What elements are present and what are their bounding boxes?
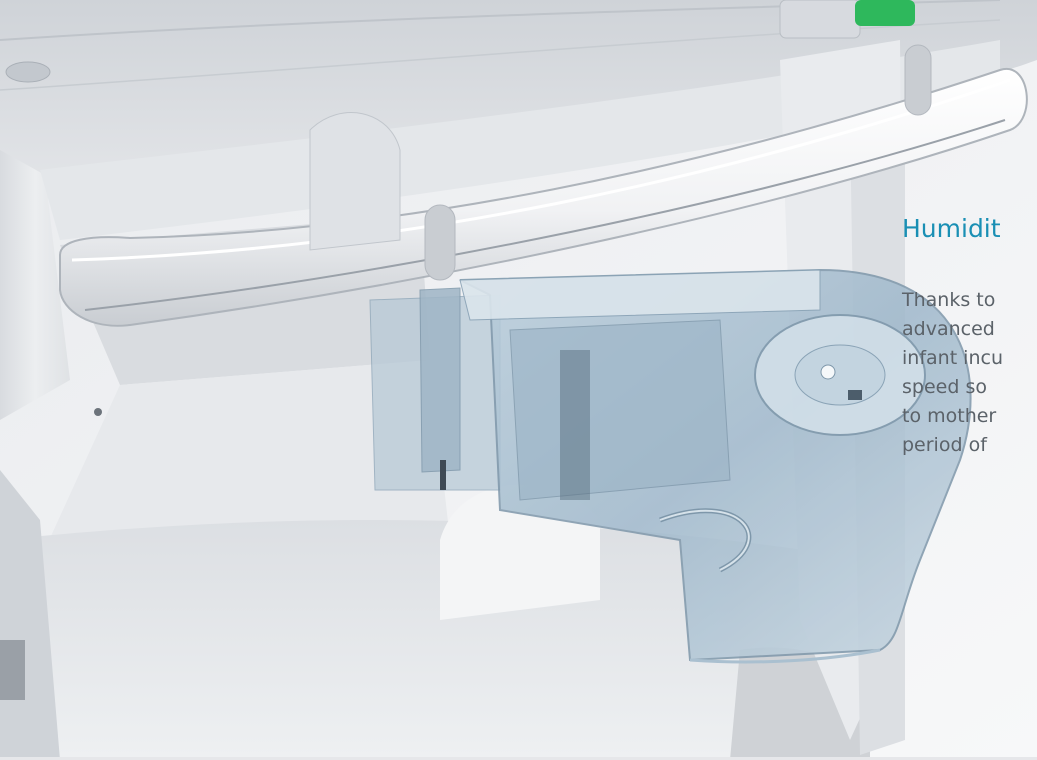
bottom-divider [0,757,1037,760]
description-line: Thanks to [902,289,996,311]
water-tank-icon [369,268,972,664]
humidity-description: Thanks to advanced infant incu speed so … [902,286,1037,460]
description-line: speed so [902,376,987,398]
description-line: infant incu [902,347,1003,369]
description-line: period of [902,434,987,456]
humidity-heading: Humidit [902,214,1001,243]
description-line: advanced [902,318,995,340]
description-line: to mother [902,405,997,427]
